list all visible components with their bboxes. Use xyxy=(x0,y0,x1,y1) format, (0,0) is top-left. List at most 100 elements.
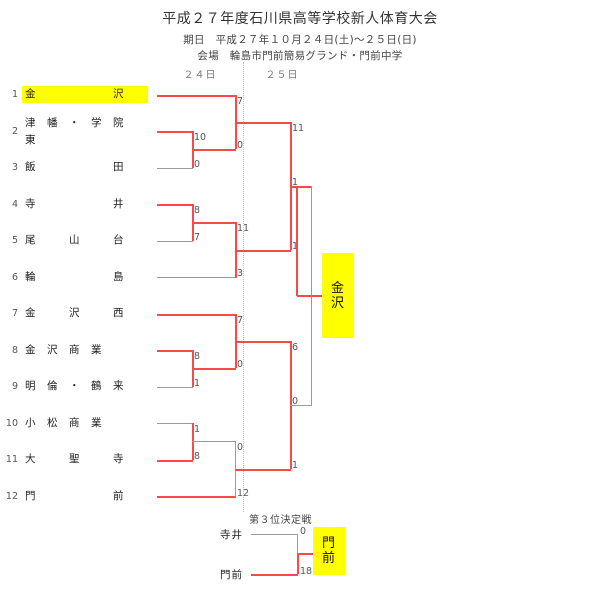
score-r2-d-win: 12 xyxy=(237,488,250,499)
score-r2-b-win: 11 xyxy=(237,223,250,234)
r2-line-from-r1a xyxy=(192,149,236,151)
score-sf-bot-win: 6 xyxy=(292,342,299,353)
third-place-team-bottom: 門前 xyxy=(220,569,243,581)
score-r1-seed9: 1 xyxy=(194,378,201,389)
r1-line-seed11 xyxy=(157,460,193,462)
r1-line-seed3 xyxy=(157,168,193,169)
champion-stem xyxy=(296,186,298,296)
seed-team-3-label: 飯 田 xyxy=(25,161,124,173)
seed-number-9: 9 xyxy=(11,381,18,392)
sf-bot-line-c xyxy=(235,341,291,343)
score-third-top: 0 xyxy=(300,526,307,537)
r2-line-seed6 xyxy=(157,277,236,278)
event-venue-line: 会場 輪島市門前簡易グランド・門前中学 xyxy=(197,50,403,62)
r2-line-seed7 xyxy=(157,314,236,316)
final-line-bottom xyxy=(290,405,312,406)
seed-team-11-label: 大 聖 寺 xyxy=(25,453,124,465)
r2-line-seed12 xyxy=(157,496,236,498)
score-final-win: 1 xyxy=(292,177,299,188)
seed-team-7: 金 沢 西 xyxy=(22,305,148,322)
seed-number-8: 8 xyxy=(11,345,18,356)
third-line-bottom xyxy=(251,574,298,576)
score-r2-b-los: 3 xyxy=(237,268,244,279)
day2-label: ２５日 xyxy=(265,70,299,81)
seed-number-3: 3 xyxy=(11,162,18,173)
score-sf-top-los: 1 xyxy=(292,241,299,252)
third-place-title: 第３位決定戦 xyxy=(249,515,312,526)
seed-team-11: 大 聖 寺 xyxy=(22,451,148,468)
final-line-top xyxy=(290,186,312,188)
score-r1-seed4: 8 xyxy=(194,205,201,216)
seed-team-12: 門 前 xyxy=(22,488,148,505)
champion-name-line1: 金 xyxy=(330,280,345,296)
score-r2-c-win: 7 xyxy=(237,315,244,326)
page-title: 平成２７年度石川県高等学校新人体育大会 xyxy=(162,11,438,27)
r2-line-from-r1c xyxy=(192,368,236,370)
seed-team-8: 金 沢 商 業 xyxy=(22,342,148,359)
third-winner-line2: 前 xyxy=(321,551,336,566)
score-r1-seed8: 8 xyxy=(194,351,201,362)
r2-line-seed1 xyxy=(157,95,236,97)
third-winner-line1: 門 xyxy=(321,536,336,551)
r2-line-from-r1d xyxy=(192,441,236,442)
event-date-line: 期日 平成２７年１０月２４日(土)〜２５日(日) xyxy=(183,34,417,46)
seed-number-10: 10 xyxy=(5,418,18,429)
r1-line-seed9 xyxy=(157,387,193,388)
seed-team-9: 明 倫 ・ 鶴 来 xyxy=(22,378,148,395)
score-r2-c-los: 0 xyxy=(237,359,244,370)
seed-number-7: 7 xyxy=(11,308,18,319)
seed-team-7-label: 金 沢 西 xyxy=(25,307,124,319)
seed-number-2: 2 xyxy=(11,126,18,137)
champion-connector xyxy=(297,295,323,297)
seed-number-11: 11 xyxy=(5,454,18,465)
seed-team-6: 輪 島 xyxy=(22,269,148,286)
score-sf-top-win: 11 xyxy=(292,123,305,134)
seed-number-1: 1 xyxy=(11,89,18,100)
day-divider xyxy=(243,62,244,512)
sf-top-line-a xyxy=(235,122,291,124)
seed-team-5: 尾 山 台 xyxy=(22,232,148,249)
third-line-top xyxy=(251,534,298,535)
r2-line-from-r1b xyxy=(192,222,236,224)
r1-line-seed2 xyxy=(157,131,193,133)
champion-name-line2: 沢 xyxy=(330,295,345,311)
score-sf-bot-los: 1 xyxy=(292,460,299,471)
seed-number-6: 6 xyxy=(11,272,18,283)
score-third-bottom: 18 xyxy=(300,566,313,577)
seed-number-4: 4 xyxy=(11,199,18,210)
third-join-bottom xyxy=(297,553,299,574)
seed-team-1: 金 沢 xyxy=(22,86,148,103)
seed-team-10: 小 松 商 業 xyxy=(22,415,148,432)
r1-line-seed5 xyxy=(157,241,193,242)
seed-number-12: 12 xyxy=(5,491,18,502)
score-r1-seed3: 0 xyxy=(194,159,201,170)
seed-team-1-label: 金 沢 xyxy=(25,88,124,100)
sf-top-line-b xyxy=(235,250,291,252)
seed-team-2-label: 津 幡 ・ 学 院 東 xyxy=(25,116,135,146)
third-place-team-top: 寺井 xyxy=(220,529,243,541)
seed-team-10-label: 小 松 商 業 xyxy=(25,417,102,429)
seed-number-5: 5 xyxy=(11,235,18,246)
seed-team-6-label: 輪 島 xyxy=(25,271,124,283)
day1-label: ２４日 xyxy=(183,70,217,81)
sf-bot-line-d xyxy=(235,469,291,471)
score-r1-seed10: 1 xyxy=(194,424,201,435)
champion-box: 金 沢 xyxy=(322,253,354,338)
score-r2-d-los: 0 xyxy=(237,442,244,453)
seed-team-4: 寺 井 xyxy=(22,196,148,213)
seed-team-9-label: 明 倫 ・ 鶴 来 xyxy=(25,380,124,392)
r1-line-seed10 xyxy=(157,423,193,424)
seed-team-3: 飯 田 xyxy=(22,159,148,176)
score-r1-seed11: 8 xyxy=(194,451,201,462)
score-r1-seed2: 10 xyxy=(194,132,207,143)
r1-line-seed8 xyxy=(157,350,193,352)
third-winner-connector xyxy=(297,553,313,555)
score-r2-a-win: 7 xyxy=(237,96,244,107)
seed-team-4-label: 寺 井 xyxy=(25,198,124,210)
third-join-top xyxy=(297,534,298,554)
seed-team-5-label: 尾 山 台 xyxy=(25,234,124,246)
r1-line-seed4 xyxy=(157,204,193,206)
seed-team-12-label: 門 前 xyxy=(25,490,124,502)
seed-team-2: 津 幡 ・ 学 院 東 xyxy=(22,116,148,146)
